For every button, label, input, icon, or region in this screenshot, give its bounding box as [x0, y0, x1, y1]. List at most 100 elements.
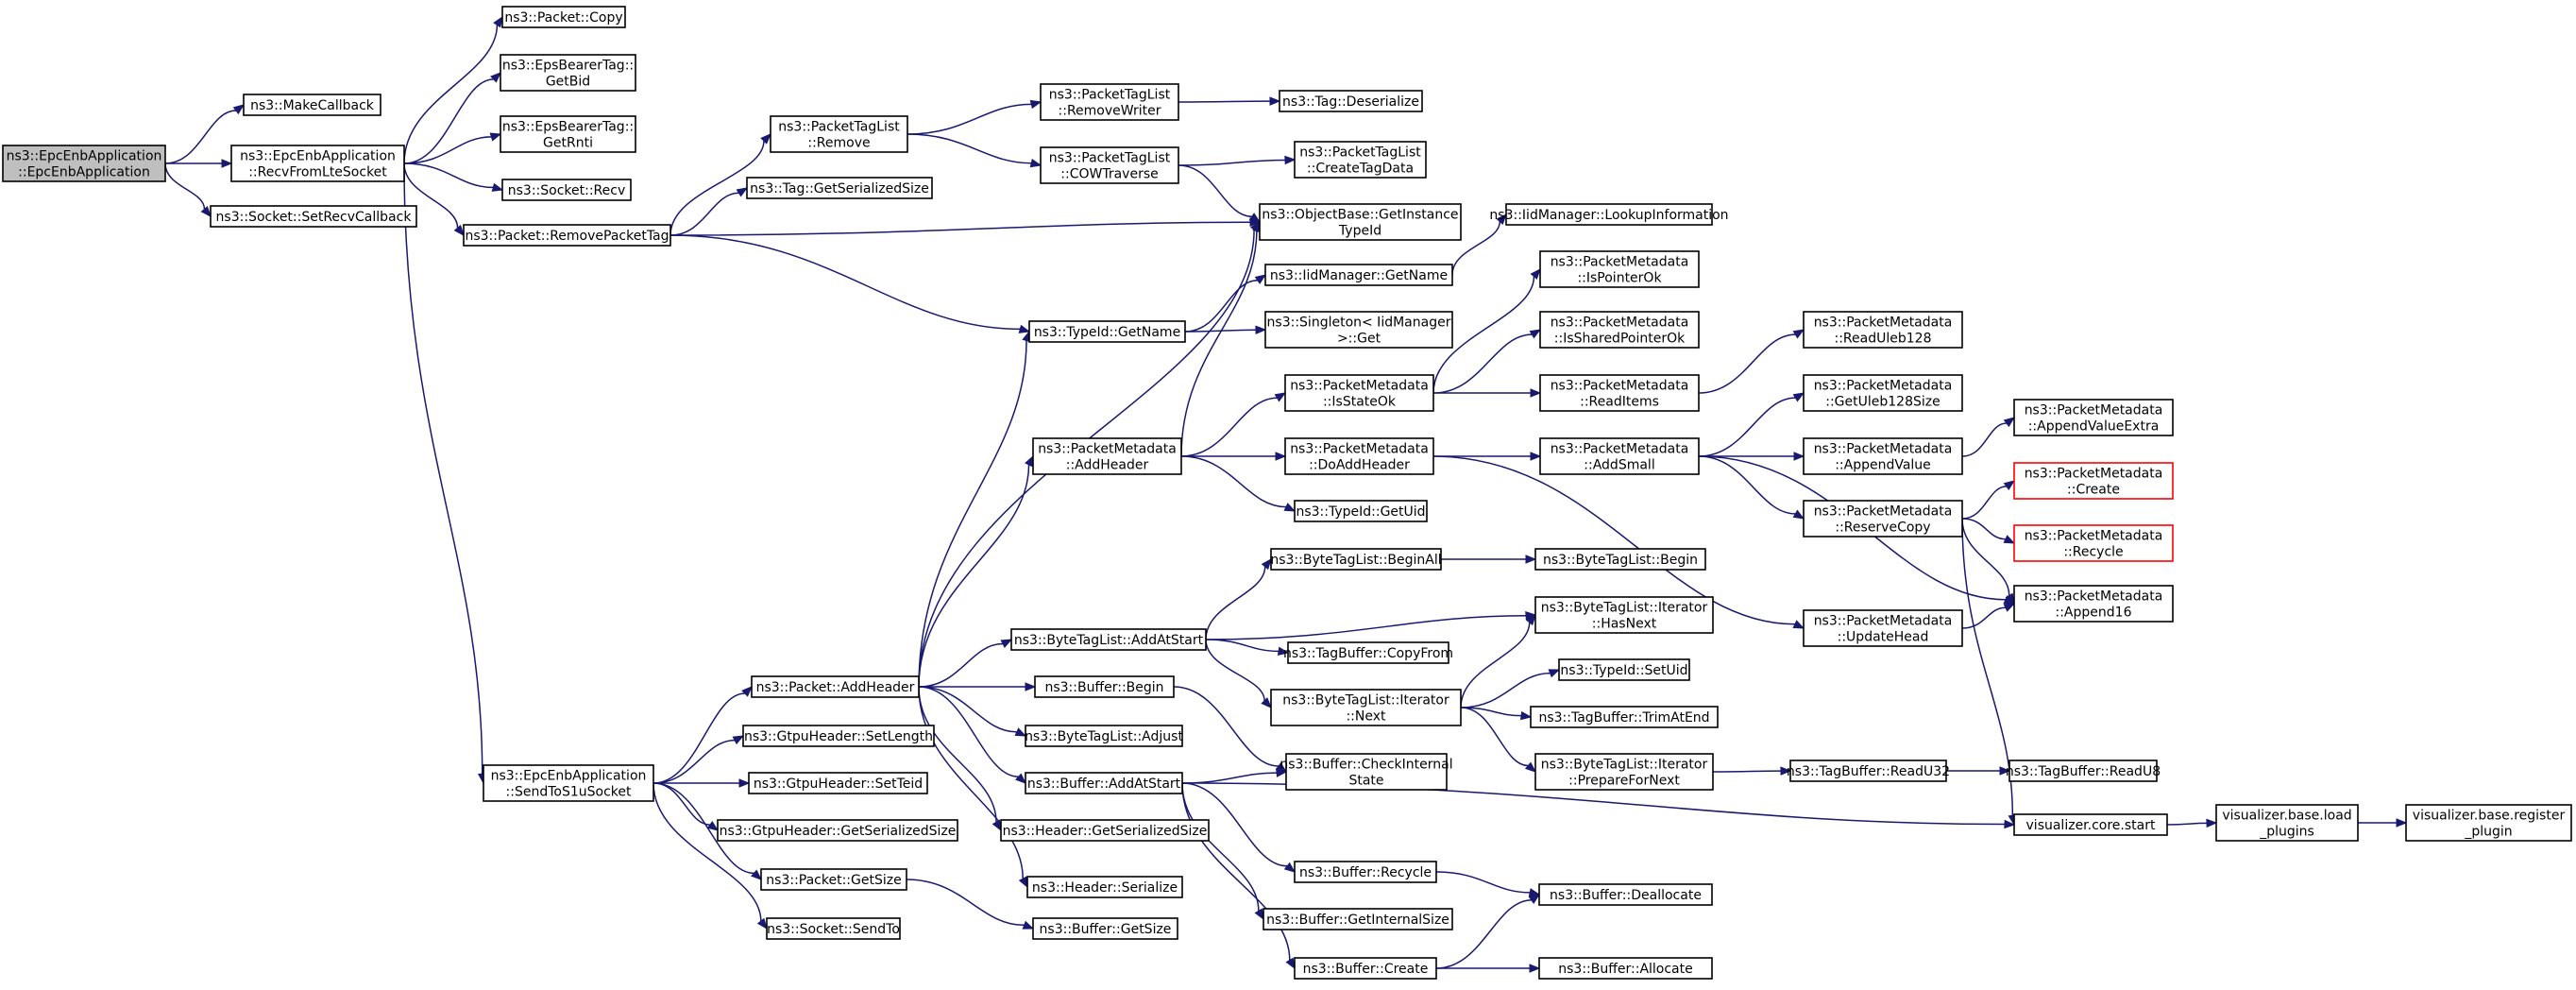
graph-node-n6[interactable]: ns3::EpsBearerTag::GetRnti [500, 115, 636, 153]
graph-node-n1[interactable]: ns3::MakeCallback [243, 94, 381, 116]
graph-node-n42[interactable]: ns3::PacketMetadata::Append16 [2013, 585, 2174, 623]
graph-node-n35[interactable]: ns3::PacketMetadata::AddSmall [1539, 437, 1700, 475]
graph-node-n19[interactable]: ns3::IidManager::LookupInformation [1489, 203, 1729, 226]
graph-node-n10[interactable]: ns3::PacketTagList::Remove [770, 115, 908, 153]
graph-node-n4[interactable]: ns3::Packet::Copy [501, 6, 626, 28]
graph-node-n39[interactable]: ns3::PacketMetadata::ReserveCopy [1803, 500, 1963, 538]
graph-node-n55[interactable]: ns3::ByteTagList::Iterator::HasNext [1534, 596, 1714, 634]
graph-node-n21[interactable]: ns3::Packet::AddHeader [751, 675, 920, 698]
graph-node-n40[interactable]: ns3::PacketMetadata::Create [2013, 462, 2174, 500]
graph-node-n9[interactable]: ns3::EpcEnbApplication::SendToS1uSocket [483, 764, 654, 802]
graph-node-n27[interactable]: ns3::PacketMetadata::AddHeader [1032, 437, 1182, 475]
call-edge-n29-n43 [1432, 455, 1805, 629]
graph-node-n17[interactable]: ns3::TypeId::GetName [1028, 320, 1186, 343]
graph-node-n3[interactable]: ns3::Socket::SetRecvCallback [210, 205, 417, 228]
node-label-line: ns3::PacketMetadata [1290, 379, 1429, 394]
node-box [766, 917, 901, 940]
node-box [1279, 90, 1423, 112]
graph-node-n8[interactable]: ns3::Packet::RemovePacketTag [463, 224, 671, 247]
graph-node-n60[interactable]: ns3::TagBuffer::ReadU8 [2006, 760, 2161, 782]
graph-node-n49[interactable]: ns3::Header::Serialize [1026, 876, 1183, 898]
graph-node-n25[interactable]: ns3::Packet::GetSize [760, 868, 907, 891]
node-label-line: ::ReserveCopy [1835, 521, 1930, 536]
node-box [1803, 311, 1963, 349]
graph-node-n22[interactable]: ns3::GtpuHeader::SetLength [742, 725, 935, 747]
graph-node-n58[interactable]: ns3::ByteTagList::Iterator::PrepareForNe… [1534, 753, 1714, 791]
graph-node-n26[interactable]: ns3::Socket::SendTo [766, 917, 901, 940]
graph-node-n64[interactable]: visualizer.base.register_plugin [2405, 804, 2572, 842]
graph-node-n57[interactable]: ns3::TagBuffer::TrimAtEnd [1530, 706, 1719, 728]
graph-node-n68[interactable]: ns3::Buffer::Deallocate [1538, 883, 1713, 906]
call-edge-n37-n38 [1961, 417, 2016, 457]
graph-node-n31[interactable]: ns3::PacketMetadata::IsPointerOk [1539, 250, 1700, 288]
graph-node-n18[interactable]: ns3::IidManager::GetName [1264, 264, 1453, 286]
call-edge-n47-n65 [1181, 782, 1296, 873]
graph-node-n47[interactable]: ns3::Buffer::AddAtStart [1025, 772, 1183, 794]
graph-node-n28[interactable]: ns3::PacketMetadata::IsStateOk [1284, 374, 1434, 412]
edge-line [1181, 782, 1260, 912]
graph-node-n66[interactable]: ns3::Buffer::GetInternalSize [1263, 908, 1453, 930]
graph-node-n15[interactable]: ns3::PacketTagList::CreateTagData [1294, 141, 1427, 179]
graph-node-n37[interactable]: ns3::PacketMetadata::AppendValue [1803, 437, 1963, 475]
graph-node-n14[interactable]: ns3::Tag::Deserialize [1279, 90, 1423, 112]
node-label-line: GetRnti [543, 136, 593, 151]
graph-node-n11[interactable]: ns3::Tag::GetSerializedSize [746, 177, 933, 199]
graph-node-n33[interactable]: ns3::PacketMetadata::ReadItems [1539, 374, 1700, 412]
call-edge-n54-n55 [1460, 613, 1536, 708]
graph-node-n44[interactable]: ns3::ByteTagList::AddAtStart [1010, 628, 1207, 651]
graph-node-n63[interactable]: visualizer.base.load_plugins [2215, 804, 2359, 842]
graph-node-n13[interactable]: ns3::PacketTagList::COWTraverse [1040, 146, 1179, 184]
node-label-line: ns3::ByteTagList::Iterator [1282, 693, 1449, 708]
edge-line [652, 782, 762, 922]
graph-node-n65[interactable]: ns3::Buffer::Recycle [1294, 861, 1437, 883]
graph-node-n48[interactable]: ns3::Header::GetSerializedSize [1000, 819, 1210, 842]
graph-node-n52[interactable]: ns3::ByteTagList::Begin [1534, 548, 1706, 571]
graph-node-n38[interactable]: ns3::PacketMetadata::AppendValueExtra [2013, 399, 2174, 436]
graph-node-n30[interactable]: ns3::TypeId::GetUid [1294, 500, 1428, 522]
graph-node-n46[interactable]: ns3::ByteTagList::Adjust [1025, 725, 1183, 747]
node-label-line: ::DoAddHeader [1309, 458, 1410, 473]
graph-node-n67[interactable]: ns3::Buffer::Create [1294, 957, 1437, 980]
node-label-line: ::AddSmall [1584, 458, 1654, 473]
node-box [1534, 753, 1714, 791]
graph-node-n41[interactable]: ns3::PacketMetadata::Recycle [2013, 524, 2174, 562]
graph-node-n2[interactable]: ns3::EpcEnbApplication::RecvFromLteSocke… [230, 145, 405, 182]
graph-node-n69[interactable]: ns3::Buffer::Allocate [1538, 957, 1713, 980]
arrowhead-icon [741, 686, 753, 697]
node-box [2215, 804, 2359, 842]
graph-node-n50[interactable]: ns3::Buffer::GetSize [1032, 917, 1178, 940]
graph-node-n62[interactable]: visualizer.core.start [2013, 813, 2168, 836]
node-label-line: ns3::Tag::Deserialize [1282, 94, 1419, 110]
graph-node-n45[interactable]: ns3::Buffer::Begin [1034, 675, 1175, 698]
graph-node-n56[interactable]: ns3::TypeId::SetUid [1558, 658, 1690, 681]
call-edge-n21-n45 [918, 682, 1037, 691]
node-box [1000, 819, 1210, 842]
edge-line [918, 686, 1017, 733]
graph-node-n59[interactable]: ns3::TagBuffer::ReadU32 [1787, 760, 1950, 782]
graph-node-n20[interactable]: ns3::Singleton< IidManager>::Get [1264, 311, 1453, 349]
node-box [1284, 437, 1434, 475]
node-label-line: ns3::PacketMetadata [1814, 379, 1953, 394]
graph-node-n51[interactable]: ns3::ByteTagList::BeginAll [1270, 548, 1442, 571]
graph-node-n7[interactable]: ns3::Socket::Recv [501, 179, 632, 201]
graph-node-n43[interactable]: ns3::PacketMetadata::UpdateHead [1803, 609, 1963, 647]
graph-node-n12[interactable]: ns3::PacketTagList::RemoveWriter [1040, 83, 1179, 121]
graph-node-n5[interactable]: ns3::EpsBearerTag::GetBid [500, 54, 636, 92]
edge-line [403, 162, 459, 229]
graph-node-n23[interactable]: ns3::GtpuHeader::SetTeid [748, 772, 928, 794]
graph-node-n34[interactable]: ns3::PacketMetadata::ReadUleb128 [1803, 311, 1963, 349]
edge-line [1180, 230, 1258, 457]
node-label-line: ::IsSharedPointerOk [1554, 332, 1686, 347]
arrowhead-icon [1793, 452, 1805, 461]
graph-node-n53[interactable]: ns3::TagBuffer::CopyFrom [1283, 641, 1453, 664]
node-box [1530, 706, 1719, 728]
arrowhead-icon [1283, 503, 1296, 512]
graph-node-n32[interactable]: ns3::PacketMetadata::IsSharedPointerOk [1539, 311, 1700, 349]
graph-node-n24[interactable]: ns3::GtpuHeader::GetSerializedSize [717, 819, 958, 842]
graph-node-n36[interactable]: ns3::PacketMetadata::GetUleb128Size [1803, 374, 1963, 412]
graph-node-n0[interactable]: ns3::EpcEnbApplication::EpcEnbApplicatio… [2, 145, 166, 182]
graph-node-n29[interactable]: ns3::PacketMetadata::DoAddHeader [1284, 437, 1434, 475]
graph-node-n54[interactable]: ns3::ByteTagList::Iterator::Next [1270, 689, 1462, 726]
